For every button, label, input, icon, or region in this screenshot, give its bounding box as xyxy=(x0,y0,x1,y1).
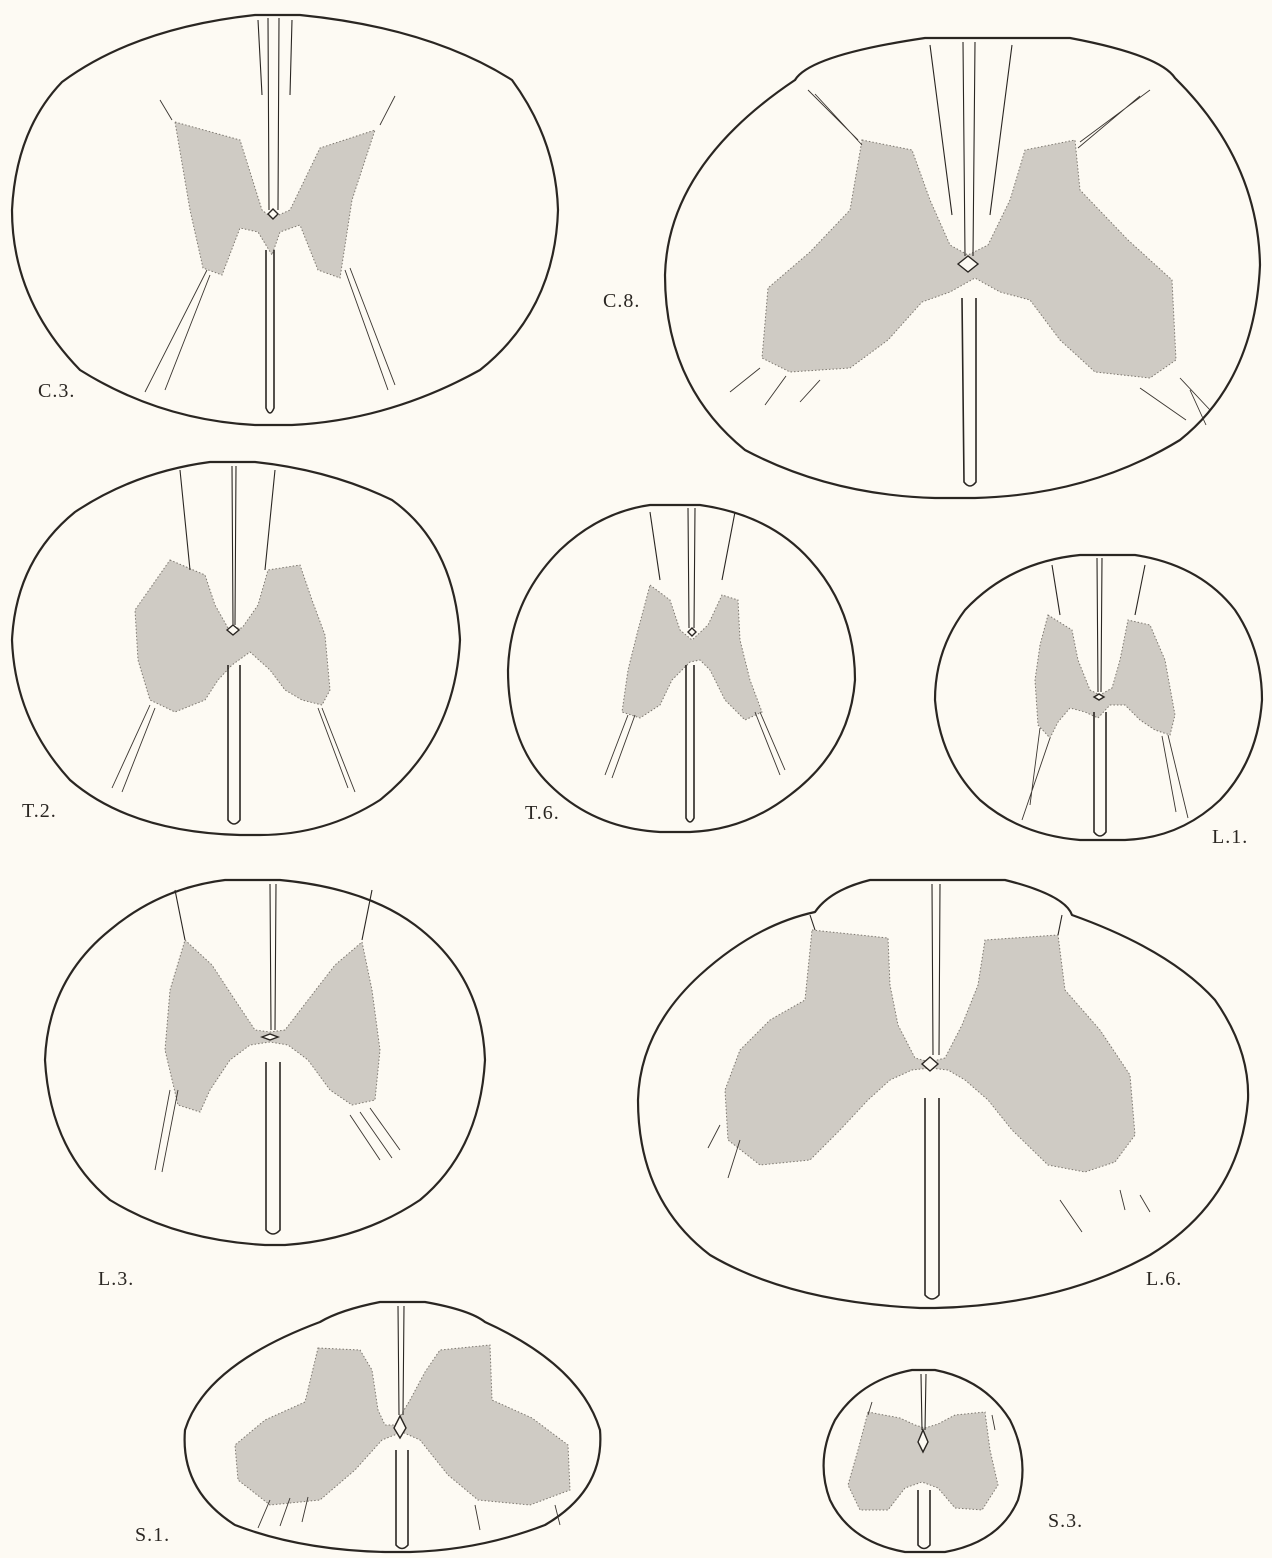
section-c8 xyxy=(665,38,1260,498)
section-s1 xyxy=(185,1302,601,1552)
section-label-s1: S.1. xyxy=(135,1524,170,1547)
section-t6 xyxy=(508,505,855,832)
section-l3 xyxy=(45,880,485,1245)
section-label-t2: T.2. xyxy=(22,800,57,823)
section-label-l3: L.3. xyxy=(98,1268,134,1291)
section-t2 xyxy=(12,462,460,835)
section-l6 xyxy=(638,880,1248,1308)
section-label-t6: T.6. xyxy=(525,802,560,825)
section-label-s3: S.3. xyxy=(1048,1510,1083,1533)
section-l1 xyxy=(935,555,1262,840)
section-c3 xyxy=(12,15,558,425)
section-label-l1: L.1. xyxy=(1212,826,1248,849)
section-label-c8: C.8. xyxy=(603,290,640,313)
section-label-c3: C.3. xyxy=(38,380,75,403)
section-s3 xyxy=(824,1370,1023,1552)
section-label-l6: L.6. xyxy=(1146,1268,1182,1291)
